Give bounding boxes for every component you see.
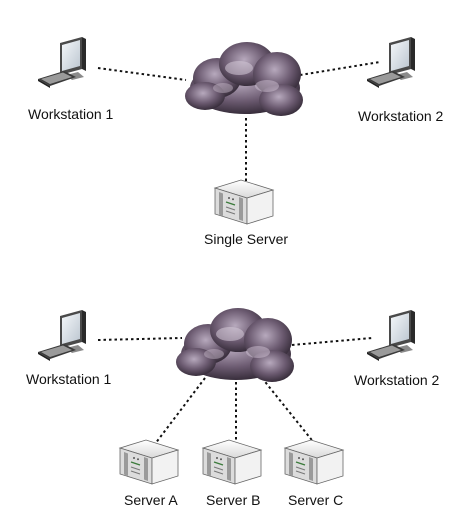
bottom-workstation1-label: Workstation 1	[26, 371, 112, 387]
workstation-icon	[367, 310, 415, 361]
server-icon	[284, 439, 344, 485]
server-c-label: Server C	[288, 492, 344, 508]
link-lines	[97, 61, 381, 184]
link-cloud-workstation2	[291, 337, 373, 346]
single-server-label: Single Server	[204, 231, 289, 247]
link-lines	[97, 337, 373, 445]
workstation-icon	[367, 37, 415, 88]
network-cloud-icon	[176, 308, 294, 382]
bottom-diagram	[38, 308, 415, 485]
server-b-label: Server B	[206, 492, 261, 508]
top-workstation2-label: Workstation 2	[358, 108, 444, 124]
link-workstation1-cloud	[97, 67, 187, 81]
server-icon	[214, 179, 274, 225]
workstation-icon	[38, 37, 86, 88]
bottom-workstation2-label: Workstation 2	[354, 372, 440, 388]
workstation-icon	[38, 310, 86, 361]
top-diagram	[38, 37, 415, 225]
server-icon	[119, 439, 179, 485]
link-cloud-server-c	[261, 377, 316, 445]
server-a-label: Server A	[124, 492, 178, 508]
server-icon	[202, 439, 262, 485]
link-cloud-workstation2	[299, 61, 381, 76]
link-cloud-server-a	[154, 377, 206, 445]
link-workstation1-cloud	[97, 337, 183, 341]
network-cloud-icon	[185, 42, 303, 116]
top-workstation1-label: Workstation 1	[28, 106, 114, 122]
